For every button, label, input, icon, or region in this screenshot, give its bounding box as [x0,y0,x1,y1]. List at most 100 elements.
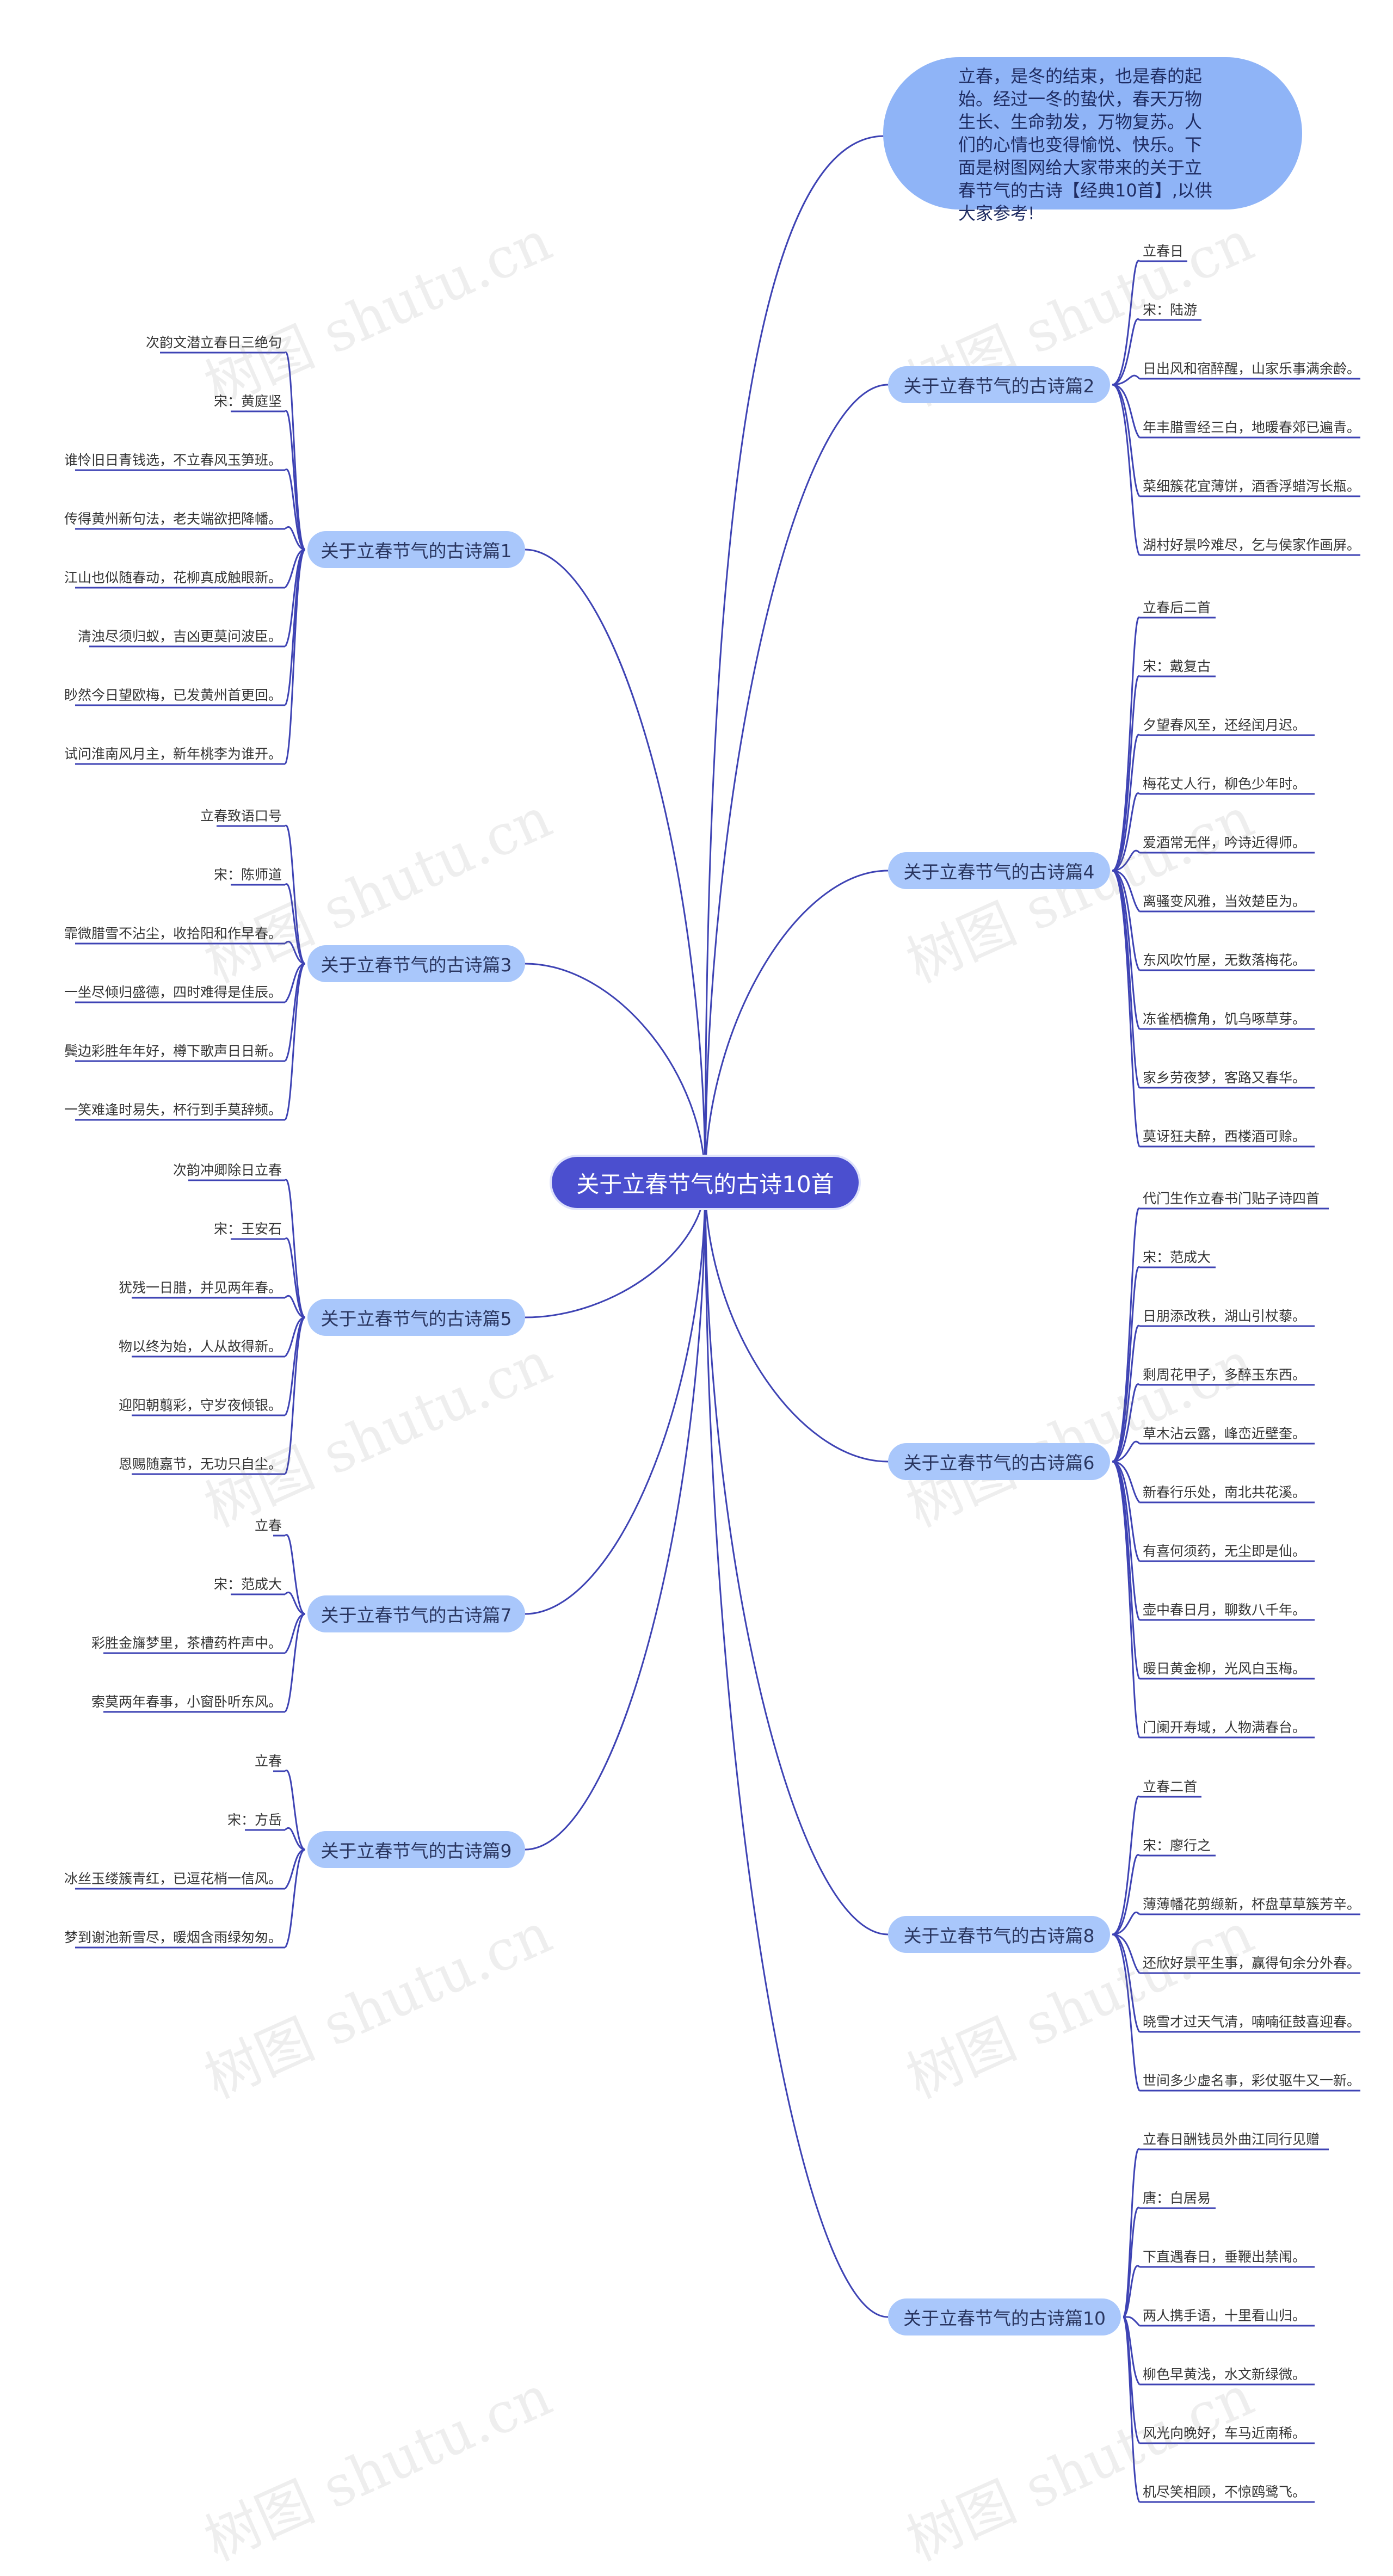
poem-line[interactable]: 迎阳朝翦彩，守岁夜倾银。 [118,1397,282,1413]
poem-line[interactable]: 夕望春风至，还经闰月迟。 [1143,717,1306,733]
poem-line[interactable]: 日出风和宿醉醒，山家乐事满余龄。 [1143,361,1361,377]
poem-line[interactable]: 次韵冲卿除日立春 [172,1162,282,1178]
poem-line[interactable]: 湖村好景吟难尽，乞与侯家作画屏。 [1143,537,1361,553]
poem-line[interactable]: 江山也似随春动，花柳真成触眼新。 [64,570,282,586]
connector-line [1112,1383,1141,1463]
poem-line[interactable]: 世间多少虚名事，彩仗驱牛又一新。 [1143,2073,1361,2088]
connector-line [284,549,306,765]
branch-topic-b5[interactable]: 关于立春节气的古诗篇5 [307,1299,525,1336]
connector-line [284,1848,306,1948]
poem-line[interactable]: 宋：陆游 [1143,302,1198,318]
poem-line[interactable]: 索莫两年春事，小窗卧听东风。 [91,1694,282,1710]
poem-line[interactable]: 代门生作立春书门贴子诗四首 [1143,1191,1320,1206]
connector-line [525,549,706,1183]
poem-line[interactable]: 物以终为始，人从故得新。 [118,1339,282,1354]
connector-line [284,1316,306,1475]
branch-topic-b7[interactable]: 关于立春节气的古诗篇7 [307,1595,525,1632]
connector-line [284,1237,306,1318]
intro-note[interactable]: 立春，是冬的结束，也是春的起始。经过一冬的蛰伏，春天万物生长、生命勃发，万物复苏… [883,57,1302,224]
poem-line[interactable]: 谁怜旧日青钱选，不立春风玉笋班。 [64,452,282,468]
branch-topic-b6[interactable]: 关于立春节气的古诗篇6 [888,1443,1110,1480]
poem-line[interactable]: 下直遇春日，垂鞭出禁闱。 [1143,2249,1306,2265]
connector-line [284,1179,306,1318]
poem-line[interactable]: 宋：方岳 [227,1812,282,1828]
poem-line[interactable]: 爱酒常无伴，吟诗近得师。 [1143,835,1306,851]
poem-line[interactable]: 立春致语口号 [200,808,282,824]
branch-topic-b1[interactable]: 关于立春节气的古诗篇1 [307,531,525,568]
poem-line[interactable]: 冻雀栖檐角，饥乌啄草芽。 [1143,1011,1306,1027]
poem-line[interactable]: 彩胜金旛梦里，茶槽药杵声中。 [91,1635,282,1651]
poem-line[interactable]: 鬓边彩胜年年好，樽下歌声日日新。 [64,1043,282,1059]
branch-topic-b9[interactable]: 关于立春节气的古诗篇9 [307,1831,525,1868]
poem-line[interactable]: 一笑难逢时易失，杯行到手莫辞频。 [64,1102,282,1118]
poem-line[interactable]: 宋：黄庭坚 [213,393,282,409]
poem-line[interactable]: 宋：王安石 [213,1221,282,1237]
connector-line [704,135,885,1183]
poem-line[interactable]: 眇然今日望欧梅，已发黄州首更回。 [64,687,282,703]
connector-line [284,1848,306,1889]
poem-line[interactable]: 清浊尽须归蚁，吉凶更莫问波臣。 [77,628,282,644]
poem-line[interactable]: 暖日黄金柳，光风白玉梅。 [1143,1661,1306,1677]
connector-line [1112,1933,1141,2091]
poem-line[interactable]: 年丰腊雪经三白，地暖春郊已遍青。 [1143,420,1361,435]
poem-line[interactable]: 立春日酬钱员外曲江同行见赠 [1143,2131,1320,2147]
poem-line[interactable]: 菜细簇花宜薄饼，酒香浮蜡泻长瓶。 [1143,478,1361,494]
branch-topic-b10[interactable]: 关于立春节气的古诗篇10 [888,2298,1121,2335]
poem-line[interactable]: 唐：白居易 [1143,2190,1211,2206]
branch-topic-b2[interactable]: 关于立春节气的古诗篇2 [888,366,1110,403]
poem-line[interactable]: 恩赐随嘉节，无功只自尘。 [118,1456,282,1472]
poem-line[interactable]: 传得黄州新句法，老夫端欲把降幡。 [64,511,282,527]
poem-line[interactable]: 宋：范成大 [213,1576,282,1592]
poem-line[interactable]: 东风吹竹屋，无数落梅花。 [1143,952,1306,968]
poem-line[interactable]: 家乡劳夜梦，客路又春华。 [1143,1070,1306,1086]
poem-line[interactable]: 草木沾云露，峰峦近壁奎。 [1143,1426,1306,1441]
branch-topic-b3[interactable]: 关于立春节气的古诗篇3 [307,945,525,982]
poem-line[interactable]: 立春 [254,1753,282,1769]
poem-line[interactable]: 两人携手语，十里看山归。 [1143,2308,1306,2324]
poem-line[interactable]: 立春后二首 [1143,600,1211,615]
branch-topic-b4[interactable]: 关于立春节气的古诗篇4 [888,852,1110,889]
connector-line [1112,870,1141,1147]
poem-line[interactable]: 薄薄幡花剪缬新，杯盘草草簇芳辛。 [1143,1896,1361,1912]
poem-line[interactable]: 日朋添改秩，湖山引杖藜。 [1143,1308,1306,1324]
poem-line[interactable]: 风光向晚好，车马近南稀。 [1143,2425,1306,2441]
connector-line [1112,849,1141,872]
poem-line[interactable]: 有喜何须药，无尘即是仙。 [1143,1543,1306,1559]
connector-line [1122,2316,1141,2503]
poem-line[interactable]: 机尽笑相顾，不惊鸥鹭飞。 [1143,2484,1306,2500]
poem-line[interactable]: 剩周花甲子，多醉玉东西。 [1143,1367,1306,1383]
poem-line[interactable]: 冰丝玉缕簇青红，已逗花梢一信风。 [64,1871,282,1887]
connector-line [1112,617,1141,872]
root-topic[interactable]: 关于立春节气的古诗10首 [552,1157,859,1208]
poem-line[interactable]: 一坐尽倾归盛德，四时难得是佳辰。 [64,984,282,1000]
poem-line[interactable]: 梦到谢池新雪尽，暖烟含雨绿匆匆。 [64,1930,282,1945]
poem-line[interactable]: 晓雪才过天气清，喃喃征鼓喜迎春。 [1143,2014,1361,2030]
connector-line [525,963,706,1183]
connector-line [1112,374,1141,386]
poem-line[interactable]: 次韵文潜立春日三绝句 [145,335,282,350]
branch-topic-b8[interactable]: 关于立春节气的古诗篇8 [888,1916,1110,1953]
connector-line [1112,1933,1141,2032]
poem-line[interactable]: 离骚变风雅，当效楚臣为。 [1143,893,1306,909]
poem-line[interactable]: 新春行乐处，南北共花溪。 [1143,1484,1306,1500]
poem-line[interactable]: 宋：廖行之 [1143,1838,1211,1853]
poem-line[interactable]: 犹残一日腊，并见两年春。 [118,1280,282,1296]
poem-line[interactable]: 莫讶狂夫醉，西楼酒可赊。 [1143,1129,1306,1144]
poem-line[interactable]: 立春日 [1143,243,1184,259]
poem-line[interactable]: 柳色早黄浅，水文新绿微。 [1143,2367,1306,2382]
connector-line [284,469,306,551]
poem-line[interactable]: 梅花丈人行，柳色少年时。 [1143,776,1306,792]
poem-line[interactable]: 立春二首 [1143,1779,1198,1795]
poem-line[interactable]: 门阑开寿域，人物满春台。 [1143,1720,1306,1735]
poem-line[interactable]: 壶中春日月，聊数八千年。 [1143,1602,1306,1618]
poem-line[interactable]: 霏微腊雪不沾尘，收拾阳和作早春。 [64,926,282,941]
connector-line [1112,1207,1141,1463]
poem-line[interactable]: 还欣好景平生事，赢得旬余分外春。 [1143,1955,1361,1971]
connector-line [1123,2265,1141,2318]
poem-line[interactable]: 宋：范成大 [1143,1249,1211,1265]
connector-line [1112,1912,1141,1936]
poem-line[interactable]: 宋：戴复古 [1143,658,1211,674]
poem-line[interactable]: 宋：陈师道 [213,867,282,883]
poem-line[interactable]: 试问淮南风月主，新年桃李为谁开。 [64,746,282,762]
poem-line[interactable]: 立春 [254,1518,282,1533]
